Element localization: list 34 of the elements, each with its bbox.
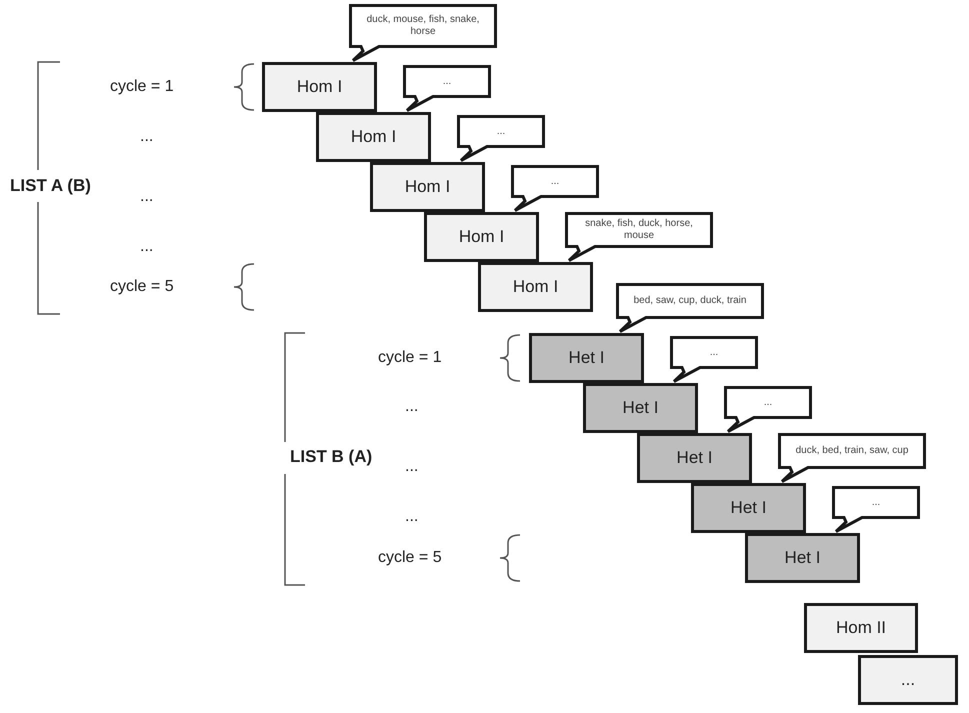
ellipsis-label: ... bbox=[140, 128, 154, 146]
ellipsis-label: ... bbox=[405, 458, 418, 476]
speech-bubble: bed, saw, cup, duck, train bbox=[616, 283, 764, 333]
speech-bubble: duck, mouse, fish, snake, horse bbox=[349, 4, 497, 62]
speech-bubble: ... bbox=[457, 115, 545, 162]
ellipsis-label: ... bbox=[140, 238, 154, 256]
stimulus-card: Het I bbox=[637, 433, 752, 483]
list-label: LIST A (B) bbox=[10, 176, 91, 196]
stimulus-card: Hom I bbox=[370, 162, 485, 212]
stimulus-card: Hom I bbox=[316, 112, 431, 162]
stimulus-card: Hom II bbox=[804, 603, 918, 653]
speech-bubble: ... bbox=[670, 336, 758, 383]
stimulus-card: Het I bbox=[529, 333, 644, 383]
cycle-label: cycle = 1 bbox=[378, 349, 442, 367]
speech-bubble: snake, fish, duck, horse, mouse bbox=[565, 212, 713, 262]
speech-bubble: ... bbox=[724, 386, 812, 433]
stimulus-card: Hom I bbox=[478, 262, 593, 312]
stimulus-card: Het I bbox=[745, 533, 860, 583]
ellipsis-label: ... bbox=[405, 398, 418, 416]
list-label: LIST B (A) bbox=[290, 447, 372, 467]
cycle-label: cycle = 1 bbox=[110, 78, 174, 96]
speech-bubble: ... bbox=[832, 486, 920, 533]
cycle-label: cycle = 5 bbox=[378, 549, 442, 567]
speech-bubble: duck, bed, train, saw, cup bbox=[778, 433, 926, 483]
stimulus-card: ... bbox=[858, 655, 958, 705]
speech-bubble: ... bbox=[403, 65, 491, 112]
stimulus-card: Hom I bbox=[262, 62, 377, 112]
stimulus-card: Het I bbox=[691, 483, 806, 533]
cycle-label: cycle = 5 bbox=[110, 278, 174, 296]
ellipsis-label: ... bbox=[405, 508, 418, 526]
stimulus-card: Hom I bbox=[424, 212, 539, 262]
ellipsis-label: ... bbox=[140, 188, 154, 206]
stimulus-card: Het I bbox=[583, 383, 698, 433]
speech-bubble: ... bbox=[511, 165, 599, 212]
